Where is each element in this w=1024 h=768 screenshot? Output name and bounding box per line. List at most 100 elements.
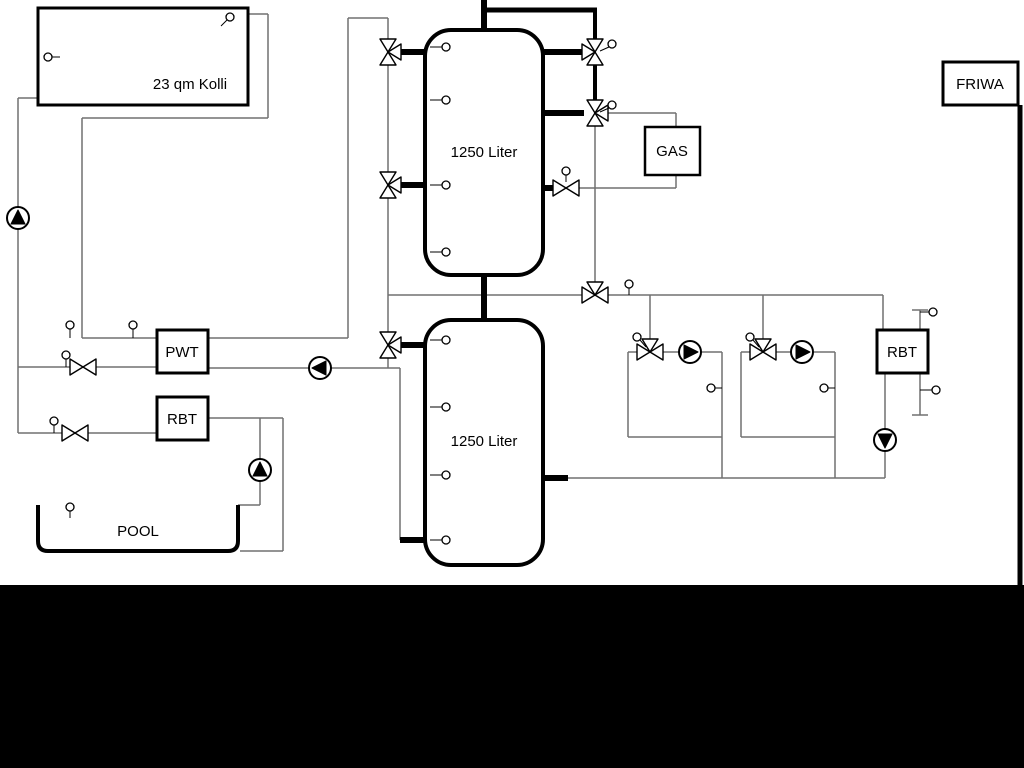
gas-boiler-outline: [643, 125, 702, 177]
rbt-left-label: RBT: [167, 411, 197, 428]
sensor-bulb: [441, 335, 451, 345]
buffer-tank-lower: 1250 Liter: [423, 318, 545, 567]
pwt-label: PWT: [165, 344, 198, 361]
sensor-bulb: [745, 332, 755, 342]
three-way-valve-icon: [581, 281, 609, 304]
sensor-stem: [752, 339, 760, 348]
sensor-icon: [599, 39, 617, 52]
sensor-icon: [61, 350, 71, 367]
valve-triangle: [649, 343, 664, 361]
three-way-valve-icon: [749, 338, 777, 361]
friwa-station-box: FRIWA: [941, 60, 1020, 107]
sensor-icon: [43, 52, 60, 62]
sensor-icon: [65, 502, 75, 518]
sensor-icon: [430, 535, 451, 545]
valve-triangle: [379, 331, 397, 346]
sensor-icon: [220, 12, 235, 27]
sensor-icon: [745, 332, 760, 348]
buffer-tank-upper-label: 1250 Liter: [451, 144, 518, 161]
sensor-bulb: [49, 416, 59, 426]
sensor-bulb: [441, 470, 451, 480]
rbt-left-box: RBT: [155, 395, 210, 442]
valve-triangle: [61, 424, 76, 442]
valve-triangle: [586, 38, 604, 53]
sensor-icon: [49, 416, 59, 433]
buffer-tank-upper-outline: [423, 28, 545, 277]
sensor-icon: [706, 383, 722, 393]
valve-triangle: [641, 338, 659, 353]
valve-icon: [61, 424, 89, 442]
valve-triangle: [762, 343, 777, 361]
sensor-icon: [819, 383, 835, 393]
sensor-bulb: [632, 332, 642, 342]
sensor-icon: [920, 307, 938, 317]
pump-icon: [678, 340, 702, 364]
sensor-icon: [561, 166, 571, 182]
valve-triangle: [581, 286, 596, 304]
solar-collector-box: 23 qm Kolli: [36, 6, 250, 107]
valve-triangle: [586, 99, 604, 114]
valve-triangle: [581, 43, 596, 61]
sensor-bulb: [624, 279, 634, 289]
sensor-icon: [920, 385, 941, 395]
pump-icon: [873, 428, 897, 452]
valve-triangle: [552, 179, 567, 197]
valve-triangle: [586, 51, 604, 66]
sensor-icon: [430, 247, 451, 257]
buffer-tank-lower-label: 1250 Liter: [451, 433, 518, 450]
valve-triangle: [387, 176, 402, 194]
sensor-bulb: [65, 320, 75, 330]
pwt-heat-exchanger-box: PWT: [155, 328, 210, 375]
sensor-bulb: [441, 247, 451, 257]
sensor-icon: [65, 320, 75, 338]
rbt-right-outline: [875, 328, 930, 375]
sensor-icon: [599, 100, 617, 113]
pool-basin: POOL: [36, 505, 240, 553]
sensor-icon: [632, 332, 647, 348]
sensor-icon: [430, 95, 451, 105]
sensor-stem: [639, 339, 647, 348]
pump-direction-triangle: [683, 344, 699, 360]
sensor-bulb: [65, 502, 75, 512]
valve-triangle: [636, 343, 651, 361]
sensor-bulb: [607, 100, 617, 110]
rbt-right-box: RBT: [875, 328, 930, 375]
pump-icon: [248, 458, 272, 482]
three-way-valve-icon: [581, 38, 604, 66]
valve-triangle: [82, 358, 97, 376]
pump-direction-triangle: [877, 433, 893, 449]
pump-direction-triangle: [10, 209, 26, 225]
valve-icon: [69, 358, 97, 376]
pwt-outline: [155, 328, 210, 375]
buffer-tank-lower-outline: [423, 318, 545, 567]
sensor-bulb: [225, 12, 235, 22]
sensor-bulb: [61, 350, 71, 360]
pump-direction-triangle: [311, 360, 327, 376]
sensor-stem: [220, 19, 228, 27]
valve-triangle: [379, 184, 397, 199]
sensor-bulb: [931, 385, 941, 395]
three-way-valve-icon: [586, 99, 609, 127]
valve-triangle: [565, 179, 580, 197]
sensor-icon: [430, 335, 451, 345]
sensor-icon: [430, 402, 451, 412]
valve-triangle: [379, 51, 397, 66]
valve-triangle: [594, 104, 609, 122]
pump-icon: [790, 340, 814, 364]
three-way-valve-icon: [379, 331, 402, 359]
sensor-bulb: [819, 383, 829, 393]
component-layer: [6, 12, 941, 545]
valve-triangle: [749, 343, 764, 361]
valve-triangle: [387, 336, 402, 354]
sensor-icon: [128, 320, 138, 338]
pump-direction-triangle: [252, 461, 268, 477]
bottom-mask-panel: [0, 585, 1024, 768]
rbt-right-label: RBT: [887, 344, 917, 361]
rbt-left-outline: [155, 395, 210, 442]
sensor-bulb: [441, 535, 451, 545]
sensor-bulb: [928, 307, 938, 317]
valve-triangle: [379, 344, 397, 359]
valve-triangle: [387, 43, 402, 61]
three-way-valve-icon: [379, 171, 402, 199]
sensor-bulb: [561, 166, 571, 176]
